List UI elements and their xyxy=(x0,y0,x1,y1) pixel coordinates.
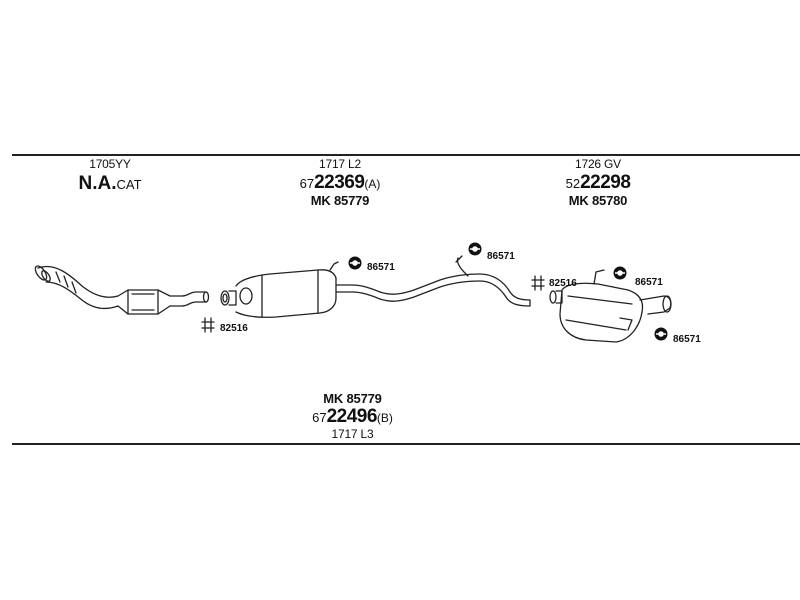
center-silencer xyxy=(220,269,337,318)
rear-silencer-part-number: 5222298 xyxy=(548,171,648,193)
front-pipe-part-number: 6722369(A) xyxy=(285,171,395,193)
bottom-pipe-mk: MK 85779 xyxy=(323,391,382,406)
rear-silencer-part-main: 22298 xyxy=(580,171,631,193)
middle-pipe xyxy=(335,273,531,307)
front-pipe-part-suffix: (A) xyxy=(364,176,381,191)
clamp-2-number: 82516 xyxy=(549,278,577,289)
callout-3: 86571 xyxy=(613,266,663,288)
bottom-pipe-part-suffix: (B) xyxy=(376,410,393,425)
callout-2: 86571 xyxy=(468,242,515,262)
rear-silencer-code: 1726 GV xyxy=(575,157,621,171)
callout-1: 86571 xyxy=(348,256,395,273)
catalytic-converter xyxy=(117,289,210,315)
front-pipe-mk: MK 85779 xyxy=(310,192,370,208)
catalyst-name-big: N.A. xyxy=(78,172,117,194)
rear-silencer-label: 1726 GV 5222298 MK 85780 xyxy=(548,158,648,207)
bottom-pipe-part-main: 22496 xyxy=(326,405,378,427)
callout-4-number: 86571 xyxy=(673,334,701,345)
front-pipe-part-main: 22369 xyxy=(314,171,365,193)
catalyst-name-small: CAT xyxy=(116,176,142,192)
clamp-1-number: 82516 xyxy=(220,323,248,334)
callout-3-number: 86571 xyxy=(635,277,663,288)
rear-silencer-part-prefix: 52 xyxy=(565,175,581,191)
catalyst-label: 1705YY N.A.CAT xyxy=(70,158,150,194)
top-divider-line xyxy=(12,154,800,156)
rear-silencer xyxy=(549,269,672,343)
middle-hanger xyxy=(455,255,469,277)
callout-1-number: 86571 xyxy=(367,262,395,273)
rear-silencer-mk: MK 85780 xyxy=(568,192,628,208)
bottom-pipe-part-number: 6722496(B) xyxy=(295,405,410,427)
clamp-2 xyxy=(531,275,545,291)
front-pipe-code: 1717 L2 xyxy=(319,157,361,171)
catalyst-code: 1705YY xyxy=(89,157,131,171)
front-pipe-label: 1717 L2 6722369(A) MK 85779 xyxy=(285,158,395,207)
bottom-divider-line xyxy=(12,443,800,445)
bottom-pipe-part-prefix: 67 xyxy=(312,409,327,425)
bottom-pipe-label: MK 85779 6722496(B) 1717 L3 xyxy=(295,392,410,440)
callout-4: 86571 xyxy=(654,327,701,345)
down-pipe xyxy=(34,265,119,310)
clamp-1 xyxy=(201,317,215,333)
callout-2-number: 86571 xyxy=(487,251,515,262)
bottom-pipe-code: 1717 L3 xyxy=(331,426,374,441)
front-pipe-part-prefix: 67 xyxy=(299,175,315,191)
center-hanger xyxy=(329,261,339,271)
